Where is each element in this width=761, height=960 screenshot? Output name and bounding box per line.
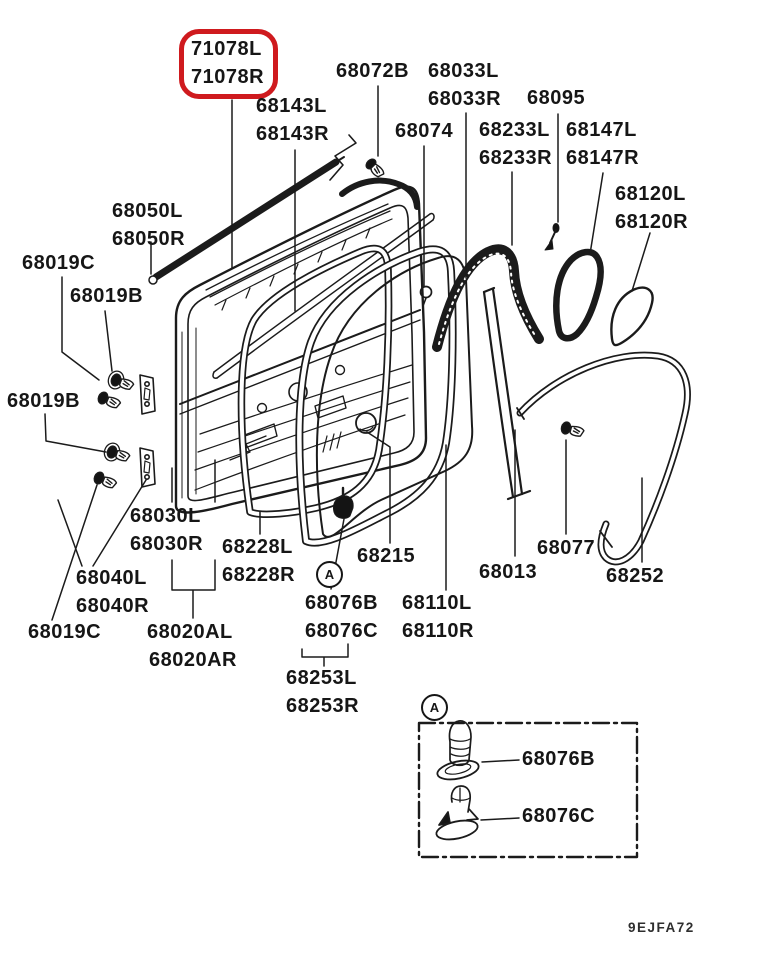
quarter-glass-art <box>610 286 654 347</box>
detail-a-marker: A <box>316 561 343 588</box>
part-label-68040r: 68040R <box>76 595 150 617</box>
part-label-68076c: 68076C <box>522 805 596 827</box>
part-label-68120l: 68120L <box>615 183 686 205</box>
part-label-68233l: 68233L <box>479 119 550 141</box>
grommet-clip-art <box>355 412 377 434</box>
part-label-68147l: 68147L <box>566 119 637 141</box>
clip-68076b-icon <box>436 720 520 781</box>
part-label-68019c: 68019C <box>22 252 96 274</box>
part-label-68072b: 68072B <box>336 60 410 82</box>
part-label-68233r: 68233R <box>479 147 553 169</box>
part-label-68143r: 68143R <box>256 123 330 145</box>
clip-68074-art <box>419 285 433 307</box>
part-label-68019b: 68019B <box>70 285 144 307</box>
clip-68076c-icon <box>435 785 520 841</box>
quarter-weatherstrip-art <box>432 244 544 352</box>
part-label-68019b: 68019B <box>7 390 81 412</box>
fastener-arrow-art <box>329 134 357 181</box>
part-label-68095: 68095 <box>527 87 586 109</box>
drawing-code: 9EJFA72 <box>628 920 695 935</box>
part-label-68050l: 68050L <box>112 200 183 222</box>
run-channel-art <box>516 351 691 566</box>
inset-box <box>417 720 639 859</box>
part-label-68076b: 68076B <box>522 748 596 770</box>
door-glass-art <box>315 255 474 538</box>
part-label-68020ar: 68020AR <box>149 649 238 671</box>
part-label-68076b: 68076B <box>305 592 379 614</box>
hinge-icons <box>139 374 156 488</box>
part-label-68147r: 68147R <box>566 147 640 169</box>
detail-a-letter: A <box>324 567 335 582</box>
part-label-68040l: 68040L <box>76 567 147 589</box>
division-sash-art <box>482 286 532 501</box>
part-label-68019c: 68019C <box>28 621 102 643</box>
part-label-68110r: 68110R <box>402 620 474 642</box>
part-label-68228l: 68228L <box>222 536 293 558</box>
part-label-68050r: 68050R <box>112 228 186 250</box>
part-label-68013: 68013 <box>479 561 538 583</box>
part-label-68253l: 68253L <box>286 667 357 689</box>
part-label-68253r: 68253R <box>286 695 360 717</box>
quarter-seal-art <box>553 248 604 342</box>
part-label-68020al: 68020AL <box>147 621 233 643</box>
part-label-68033l: 68033L <box>428 60 499 82</box>
part-label-68120r: 68120R <box>615 211 689 233</box>
part-label-68228r: 68228R <box>222 564 296 586</box>
inset-a-letter: A <box>429 700 440 715</box>
clip-68253-art <box>333 486 354 519</box>
part-label-71078r: 71078R <box>191 66 265 88</box>
part-label-68033r: 68033R <box>428 88 502 110</box>
highlight-oval <box>179 29 278 99</box>
part-label-68074: 68074 <box>395 120 454 142</box>
part-label-68252: 68252 <box>606 565 665 587</box>
part-label-68077: 68077 <box>537 537 596 559</box>
part-label-68110l: 68110L <box>402 592 472 614</box>
part-label-68030r: 68030R <box>130 533 204 555</box>
screw-icons <box>93 158 585 489</box>
part-label-68215: 68215 <box>357 545 416 567</box>
weatherstrip-68215-art <box>295 245 457 547</box>
part-label-68030l: 68030L <box>130 505 201 527</box>
inset-a-marker: A <box>421 694 448 721</box>
belt-molding-art <box>148 156 345 285</box>
part-label-71078l: 71078L <box>191 38 262 60</box>
pin-68095-art <box>544 223 560 251</box>
part-label-68143l: 68143L <box>256 95 327 117</box>
leader-lines <box>44 85 651 667</box>
part-label-68076c: 68076C <box>305 620 379 642</box>
